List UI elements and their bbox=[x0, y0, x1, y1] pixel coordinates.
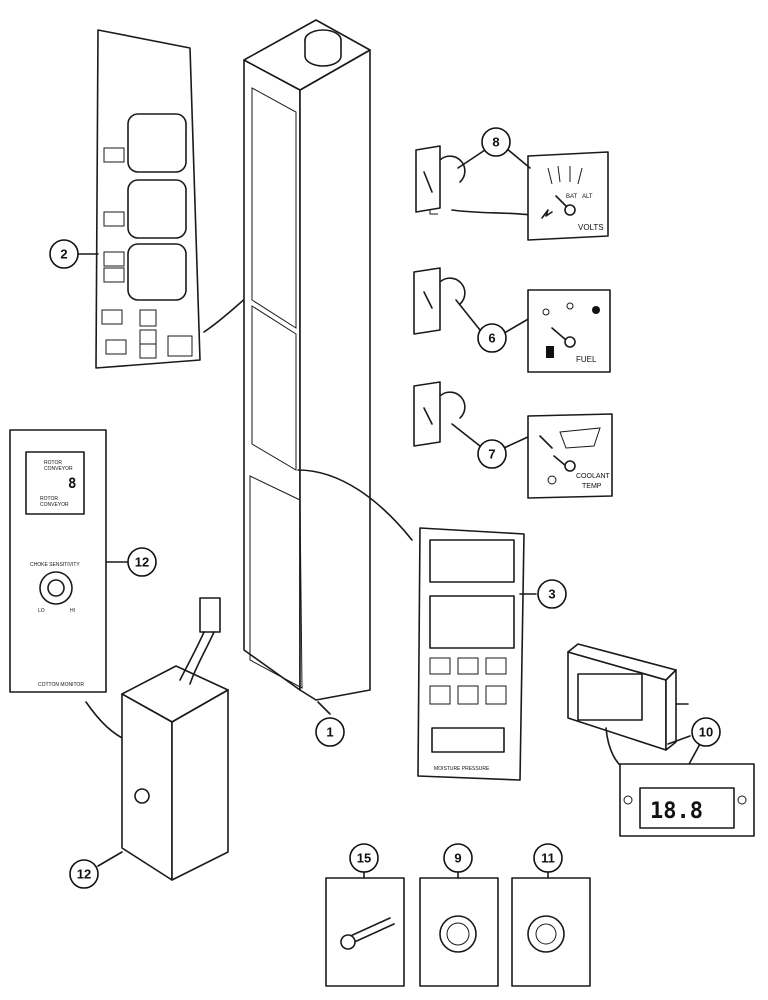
svg-text:1: 1 bbox=[326, 725, 333, 740]
callout-9: 9 bbox=[443, 843, 473, 873]
cotton-monitor-panel: ROTOR CONVEYOR 8 ROTOR CONVEYOR CHOKE SE… bbox=[9, 429, 107, 693]
callout-12-upper: 12 bbox=[127, 547, 157, 577]
leader-column-to-panel-3 bbox=[297, 469, 413, 541]
leader-7b bbox=[503, 435, 531, 449]
hi-label: HI bbox=[70, 608, 75, 614]
svg-text:6: 6 bbox=[488, 331, 495, 346]
lo-label: LO bbox=[38, 608, 45, 614]
gauge-6-rear bbox=[413, 267, 466, 335]
plug-box bbox=[419, 877, 499, 987]
callout-3: 3 bbox=[537, 579, 567, 609]
conveyor-label-2: CONVEYOR bbox=[40, 502, 69, 508]
callout-11: 11 bbox=[533, 843, 563, 873]
coolant-label: COOLANT bbox=[576, 473, 611, 480]
svg-text:12: 12 bbox=[77, 867, 91, 882]
svg-text:15: 15 bbox=[357, 851, 371, 866]
svg-text:12: 12 bbox=[135, 555, 149, 570]
callout-1: 1 bbox=[315, 717, 345, 747]
volts-label: VOLTS bbox=[578, 223, 604, 232]
cotton-monitor-footer: COTTON MONITOR bbox=[38, 682, 84, 688]
svg-text:10: 10 bbox=[699, 725, 713, 740]
display-module bbox=[567, 643, 689, 751]
gauge-7-rear bbox=[413, 381, 466, 447]
screw-box bbox=[325, 877, 405, 987]
callout-10: 10 bbox=[691, 717, 721, 747]
leader-10c bbox=[687, 743, 701, 767]
svg-text:9: 9 bbox=[454, 851, 461, 866]
svg-text:7: 7 bbox=[488, 447, 495, 462]
leader-6a bbox=[455, 299, 481, 331]
callout-8: 8 bbox=[481, 127, 511, 157]
main-column bbox=[243, 19, 371, 701]
svg-text:3: 3 bbox=[548, 587, 555, 602]
gauge-8-rear bbox=[415, 145, 466, 215]
callout-7: 7 bbox=[477, 439, 507, 469]
bat-label: BAT bbox=[566, 194, 578, 200]
leader-8a bbox=[457, 147, 489, 169]
svg-text:11: 11 bbox=[541, 851, 555, 866]
lcd-reading: 18.8 bbox=[650, 799, 703, 824]
decal-icons bbox=[101, 147, 193, 359]
callout-6: 6 bbox=[477, 323, 507, 353]
alt-label: ALT bbox=[582, 194, 593, 200]
panel-3-footer: MOISTURE PRESSURE bbox=[434, 766, 490, 772]
temp-label: TEMP bbox=[582, 483, 602, 490]
cap-box bbox=[511, 877, 591, 987]
callout-12-lower: 12 bbox=[69, 859, 99, 889]
fuel-gauge: FUEL bbox=[527, 289, 611, 373]
callout-2: 2 bbox=[49, 239, 79, 269]
svg-text:2: 2 bbox=[60, 247, 67, 262]
leader-7a bbox=[451, 423, 481, 447]
callout-15: 15 bbox=[349, 843, 379, 873]
coolant-gauge: COOLANT TEMP bbox=[527, 413, 613, 499]
monitor-digit: 8 bbox=[68, 476, 76, 492]
rotor-label-1: ROTOR bbox=[44, 460, 62, 466]
panel-3: MOISTURE PRESSURE bbox=[417, 527, 525, 781]
svg-text:8: 8 bbox=[492, 135, 499, 150]
conveyor-label-1: CONVEYOR bbox=[44, 466, 73, 472]
panel-2-decal bbox=[95, 29, 201, 369]
fuel-label: FUEL bbox=[576, 355, 597, 364]
leader-6b bbox=[505, 317, 531, 333]
choke-label: CHOKE SENSITIVITY bbox=[30, 562, 80, 568]
rotor-label-2: ROTOR bbox=[40, 496, 58, 502]
leader-12b bbox=[97, 851, 123, 867]
control-box bbox=[121, 597, 229, 881]
lcd-display: 18.8 bbox=[619, 763, 755, 837]
volts-gauge: BAT ALT VOLTS bbox=[527, 151, 609, 241]
leader-8b bbox=[505, 147, 531, 169]
leader-gauge-8 bbox=[451, 209, 531, 216]
leader-10b bbox=[667, 735, 691, 745]
leader-1 bbox=[317, 701, 331, 715]
